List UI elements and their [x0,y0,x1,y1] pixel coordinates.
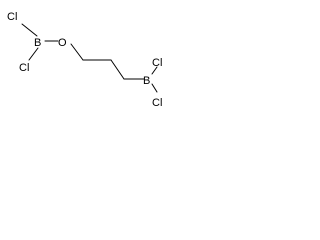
atom-cl-bottom-left: Cl [19,62,29,74]
bond-b-right-cl-top [151,66,158,75]
atom-o: O [58,37,67,49]
bond-b-right-cl-bottom [151,83,158,93]
chemical-structure-diagram: Cl B O Cl B Cl Cl [7,11,162,109]
bond-o-c1 [70,43,84,61]
atom-cl-bottom-right: Cl [152,97,162,109]
atom-cl-top-right: Cl [152,57,162,69]
bond-b-left-cl-bottom [28,47,39,61]
bond-c2-c3 [110,59,125,80]
atom-b-right: B [143,75,150,87]
structure-canvas: Cl B O Cl B Cl Cl [0,0,179,123]
atom-b-left: B [34,37,41,49]
bond-cl-b-left-top [21,23,38,37]
atom-cl-top-left: Cl [7,11,17,23]
